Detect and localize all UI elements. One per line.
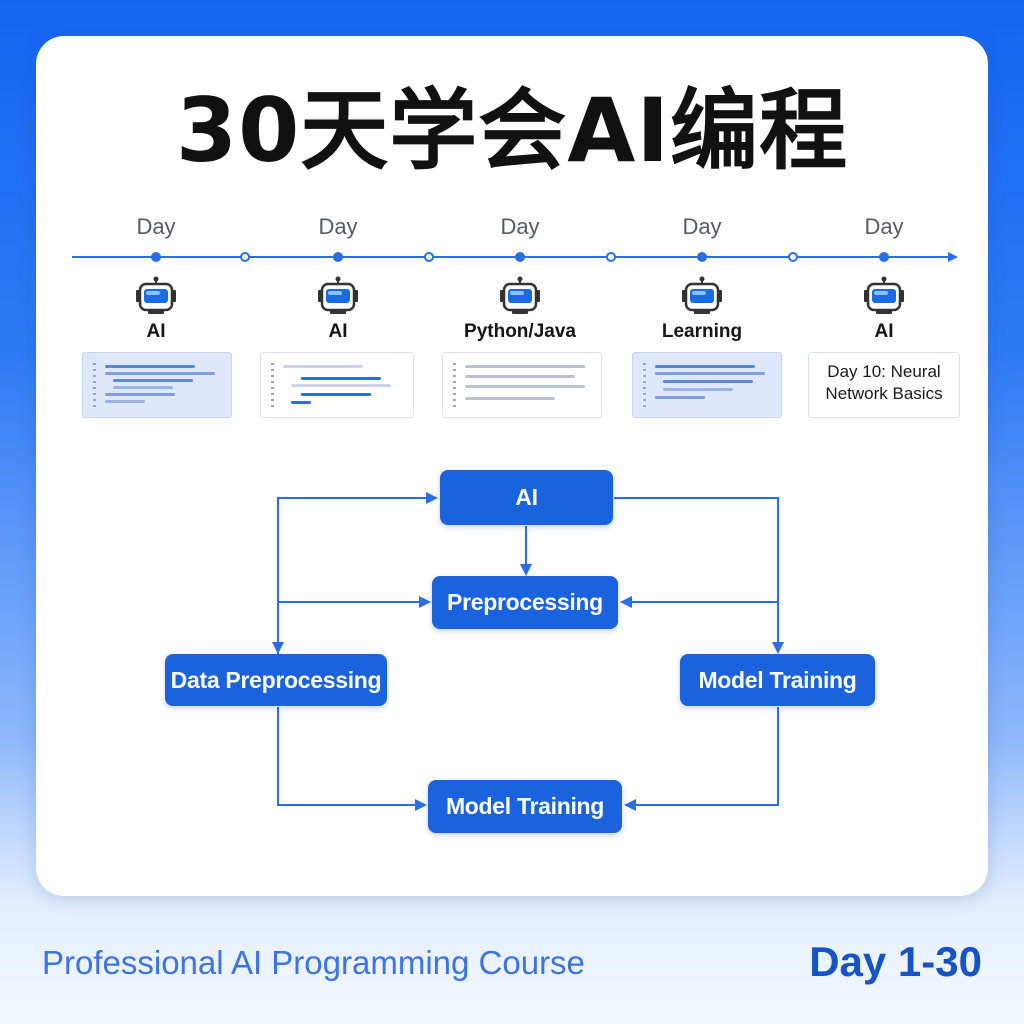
code-thumbnail (82, 352, 232, 418)
timeline-step-label: AI (874, 321, 894, 342)
timeline-tick (424, 252, 434, 262)
timeline-day-label: Day (500, 214, 540, 239)
timeline-step-label: Python/Java (464, 321, 576, 342)
flow-arrow (624, 707, 779, 811)
robot-icon (136, 276, 176, 314)
robot-icon (500, 276, 540, 314)
timeline-step-label: Learning (661, 321, 743, 342)
timeline-node (333, 252, 343, 262)
timeline-day-label: Day (864, 214, 904, 239)
page-title: 30天学会AI编程 (175, 79, 849, 182)
lesson-card: Day 10: Neural Network Basics (808, 352, 960, 418)
day-range: Day 1-30 (809, 938, 982, 985)
flow-node-data-preprocessing: Data Preprocessing (165, 654, 387, 706)
flow-node-model-training-bottom: Model Training (428, 780, 622, 833)
code-thumbnail (632, 352, 782, 418)
flow-arrow (277, 707, 427, 811)
timeline-node (515, 252, 525, 262)
timeline-node (879, 252, 889, 262)
robot-icon (864, 276, 904, 314)
timeline-step-label: AI (146, 321, 166, 342)
robot-icon (682, 276, 722, 314)
lesson-card-text: Day 10: Neural Network Basics (825, 362, 943, 403)
flow-arrow (614, 497, 784, 654)
flow-node-preprocessing: Preprocessing (432, 576, 618, 629)
flow-node-ai: AI (440, 470, 613, 525)
timeline-day-label: Day (682, 214, 722, 239)
code-thumbnail (442, 352, 602, 418)
timeline-node (151, 252, 161, 262)
main-card (36, 36, 988, 896)
timeline-step-label: AI (328, 321, 348, 342)
robot-icon (318, 276, 358, 314)
timeline-tick (240, 252, 250, 262)
timeline-tick (606, 252, 616, 262)
timeline-day-label: Day (318, 214, 358, 239)
timeline-tick (788, 252, 798, 262)
timeline-node (697, 252, 707, 262)
course-subtitle: Professional AI Programming Course (42, 944, 585, 981)
timeline-day-label: Day (136, 214, 176, 239)
flow-node-model-training-right: Model Training (680, 654, 875, 706)
code-thumbnail (260, 352, 414, 418)
flow-arrow (277, 492, 438, 655)
